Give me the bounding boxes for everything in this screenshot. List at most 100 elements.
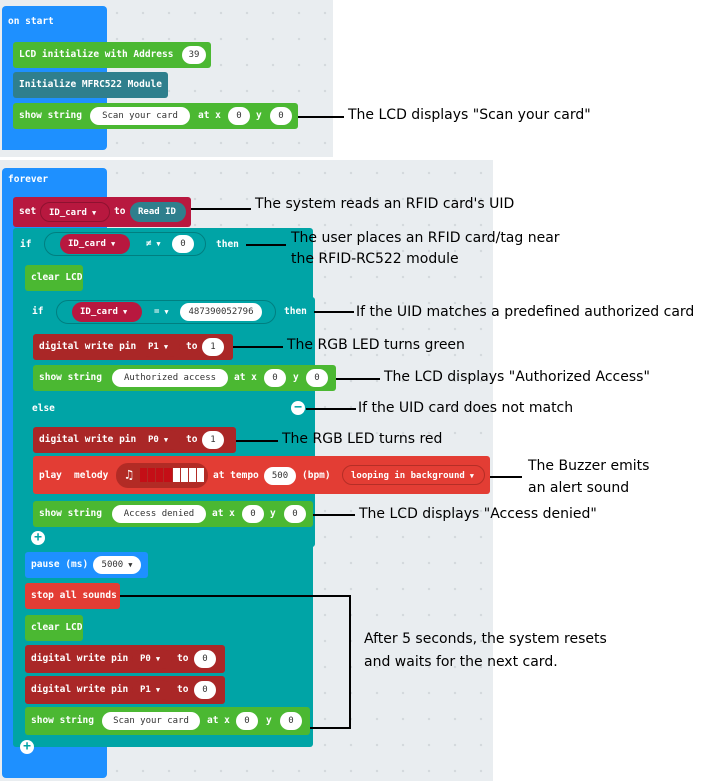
annotation-reset-1: After 5 seconds, the system resets [364, 631, 607, 647]
annotation-lcd-scan: The LCD displays "Scan your card" [348, 107, 591, 123]
dw-p1-low-value[interactable]: 0 [194, 681, 216, 699]
play-mode-dropdown[interactable]: looping in background▼ [342, 465, 485, 485]
if-outer-then: then [216, 239, 239, 250]
uid-compare-value[interactable]: 487390052796 [180, 303, 262, 321]
minus-icon[interactable]: − [291, 401, 305, 415]
dw-p1-high-block[interactable] [33, 334, 233, 360]
clear-lcd-label-2: clear LCD [31, 622, 83, 633]
scan-text-input-start[interactable]: Scan your card [90, 107, 190, 125]
pin-p1-low-dropdown[interactable]: P1▼ [132, 680, 172, 700]
annotation-lcd-denied: The LCD displays "Access denied" [359, 506, 597, 522]
connector-line [490, 476, 522, 478]
scan-x-input-loop[interactable]: 0 [236, 712, 258, 730]
scan-text-input-loop[interactable]: Scan your card [102, 712, 200, 730]
chevron-down-icon: ▼ [163, 343, 169, 351]
annotation-buzzer-1: The Buzzer emits [528, 458, 650, 474]
y-input[interactable]: 0 [270, 107, 292, 125]
auth-x-input[interactable]: 0 [264, 369, 286, 387]
scan-y-input-loop[interactable]: 0 [280, 712, 302, 730]
chevron-down-icon: ▼ [122, 308, 128, 316]
on-start-body [2, 30, 14, 150]
dw-p0-low-to: to [177, 653, 189, 664]
denied-at-x: at x [212, 508, 235, 519]
clear-lcd-block-2[interactable] [25, 615, 83, 641]
show-string-auth-label: show string [39, 372, 102, 383]
id-card-dropdown[interactable]: ID_card▼ [40, 202, 110, 222]
scan-at-x-loop: at x [207, 715, 230, 726]
annotation-lcd-auth: The LCD displays "Authorized Access" [384, 369, 650, 385]
show-string-scan-label-loop: show string [31, 715, 94, 726]
dw-p1-high-value[interactable]: 1 [202, 338, 224, 356]
x-input[interactable]: 0 [228, 107, 250, 125]
annotation-uid-matches: If the UID matches a predefined authoriz… [356, 304, 695, 320]
denied-x-input[interactable]: 0 [242, 505, 264, 523]
if-inner-then: then [284, 306, 307, 317]
set-to-label: to [114, 206, 126, 217]
bracket-line [349, 595, 351, 729]
auth-text-input[interactable]: Authorized access [112, 369, 228, 387]
annotation-reads-uid: The system reads an RFID card's UID [255, 196, 515, 212]
bracket-line [120, 595, 351, 597]
dw-p1-low-block[interactable] [25, 676, 225, 704]
id-card-var-outer[interactable]: ID_card▼ [60, 234, 130, 254]
id-card-var-inner[interactable]: ID_card▼ [72, 302, 142, 322]
chevron-down-icon: ▼ [155, 655, 161, 663]
plus-icon[interactable]: + [31, 531, 45, 545]
dw-p0-low-value[interactable]: 0 [194, 650, 216, 668]
if-outer-label: if [20, 239, 32, 250]
equal-op-dropdown[interactable]: =▼ [146, 302, 176, 322]
dw-p0-low-label: digital write pin [31, 653, 129, 664]
chevron-down-icon: ▼ [469, 472, 475, 480]
connector-line [246, 244, 286, 246]
auth-y-input[interactable]: 0 [306, 369, 328, 387]
stop-sounds-label: stop all sounds [31, 590, 117, 601]
set-label: set [19, 206, 37, 217]
dw-p1-low-to: to [177, 684, 189, 695]
show-string-denied-label: show string [39, 508, 102, 519]
mfrc-init-label: Initialize MFRC522 Module [19, 79, 162, 90]
dw-p0-high-value[interactable]: 1 [202, 431, 224, 449]
on-start-label: on start [8, 16, 54, 27]
else-label: else [32, 403, 55, 414]
denied-y-label: y [270, 508, 276, 519]
chevron-down-icon: ▼ [155, 686, 161, 694]
mfrc-init-block[interactable] [13, 72, 168, 98]
melody-cells [140, 468, 204, 482]
lcd-init-block[interactable] [13, 42, 211, 68]
pause-label: pause (ms) [31, 559, 89, 570]
stop-sounds-block[interactable] [25, 583, 120, 609]
annotation-buzzer-2: an alert sound [528, 480, 630, 496]
plus-icon[interactable]: + [20, 740, 34, 754]
not-equal-op-dropdown[interactable]: ≠▼ [138, 234, 168, 254]
denied-y-input[interactable]: 0 [284, 505, 306, 523]
annotation-led-green: The RGB LED turns green [287, 337, 465, 353]
outer-compare-value[interactable]: 0 [172, 235, 194, 253]
connector-line [336, 378, 380, 380]
dw-p0-high-label: digital write pin [39, 434, 137, 445]
annotation-places-card-1: The user places an RFID card/tag near [291, 230, 560, 246]
pin-p0-low-dropdown[interactable]: P0▼ [132, 649, 172, 669]
tempo-input[interactable]: 500 [264, 467, 296, 485]
pin-p1-dropdown[interactable]: P1▼ [140, 337, 180, 357]
connector-line [314, 311, 354, 313]
bracket-line [310, 727, 351, 729]
dw-p1-low-label: digital write pin [31, 684, 129, 695]
denied-text-input[interactable]: Access denied [112, 505, 206, 523]
dw-p0-high-to: to [186, 434, 198, 445]
melody-label: melody [74, 470, 109, 481]
clear-lcd-block-1[interactable] [25, 265, 83, 291]
pin-p0-dropdown[interactable]: P0▼ [140, 430, 180, 450]
auth-at-x: at x [234, 372, 257, 383]
auth-y-label: y [293, 372, 299, 383]
connector-line [306, 408, 356, 410]
read-id-reporter[interactable]: Read ID [130, 202, 186, 222]
bpm-label: (bpm) [302, 470, 331, 481]
lcd-address-input[interactable]: 39 [182, 46, 206, 64]
annotation-reset-2: and waits for the next card. [364, 654, 558, 670]
chevron-down-icon: ▼ [110, 240, 116, 248]
dw-p0-low-block[interactable] [25, 645, 225, 673]
pause-dropdown[interactable]: 5000▼ [93, 556, 141, 574]
dw-p1-high-to: to [186, 341, 198, 352]
chevron-down-icon: ▼ [128, 561, 133, 569]
connector-line [236, 440, 278, 442]
